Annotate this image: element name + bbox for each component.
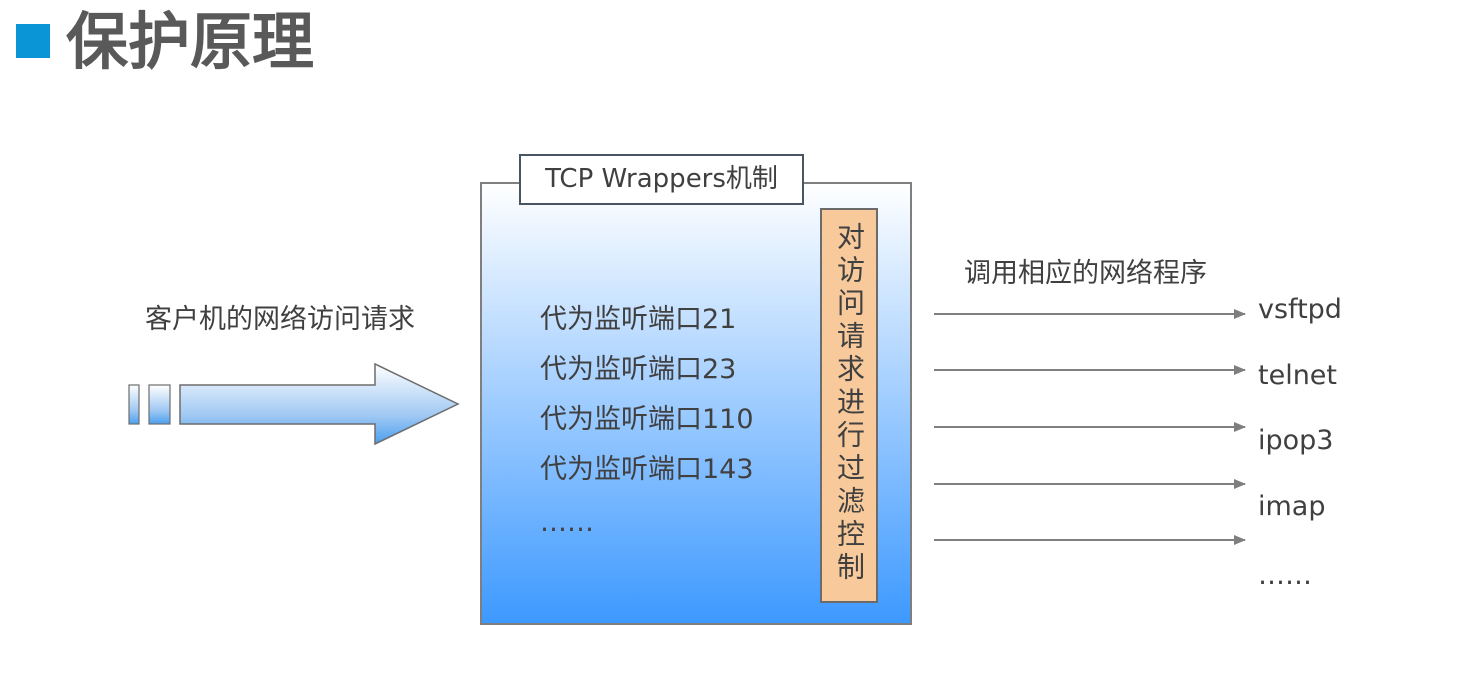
filter-control-box: 对访问请求进行过滤控制	[820, 208, 878, 603]
listening-ports-list: 代为监听端口21 代为监听端口23 代为监听端口110 代为监听端口143 ……	[540, 295, 754, 551]
client-request-label: 客户机的网络访问请求	[145, 304, 415, 335]
port-item: 代为监听端口143	[540, 454, 754, 485]
page-title: 保护原理	[66, 5, 315, 78]
request-arrow	[179, 362, 460, 446]
port-item-more: ……	[540, 507, 594, 538]
request-arrow-tail-bar-2	[148, 384, 171, 425]
mechanism-title: TCP Wrappers机制	[519, 154, 804, 205]
port-item: 代为监听端口110	[540, 404, 754, 435]
port-item: 代为监听端口23	[540, 354, 737, 385]
program-imap: imap	[1258, 491, 1326, 522]
call-program-label: 调用相应的网络程序	[964, 258, 1207, 289]
filter-control-label: 对访问请求进行过滤控制	[833, 222, 866, 585]
program-telnet: telnet	[1258, 360, 1338, 391]
program-ipop3: ipop3	[1258, 425, 1334, 456]
program-more: ……	[1258, 560, 1312, 591]
request-arrow-tail-bar-1	[128, 384, 140, 425]
port-item: 代为监听端口21	[540, 304, 737, 335]
program-vsftpd: vsftpd	[1258, 294, 1342, 325]
title-marker-square	[16, 24, 50, 58]
